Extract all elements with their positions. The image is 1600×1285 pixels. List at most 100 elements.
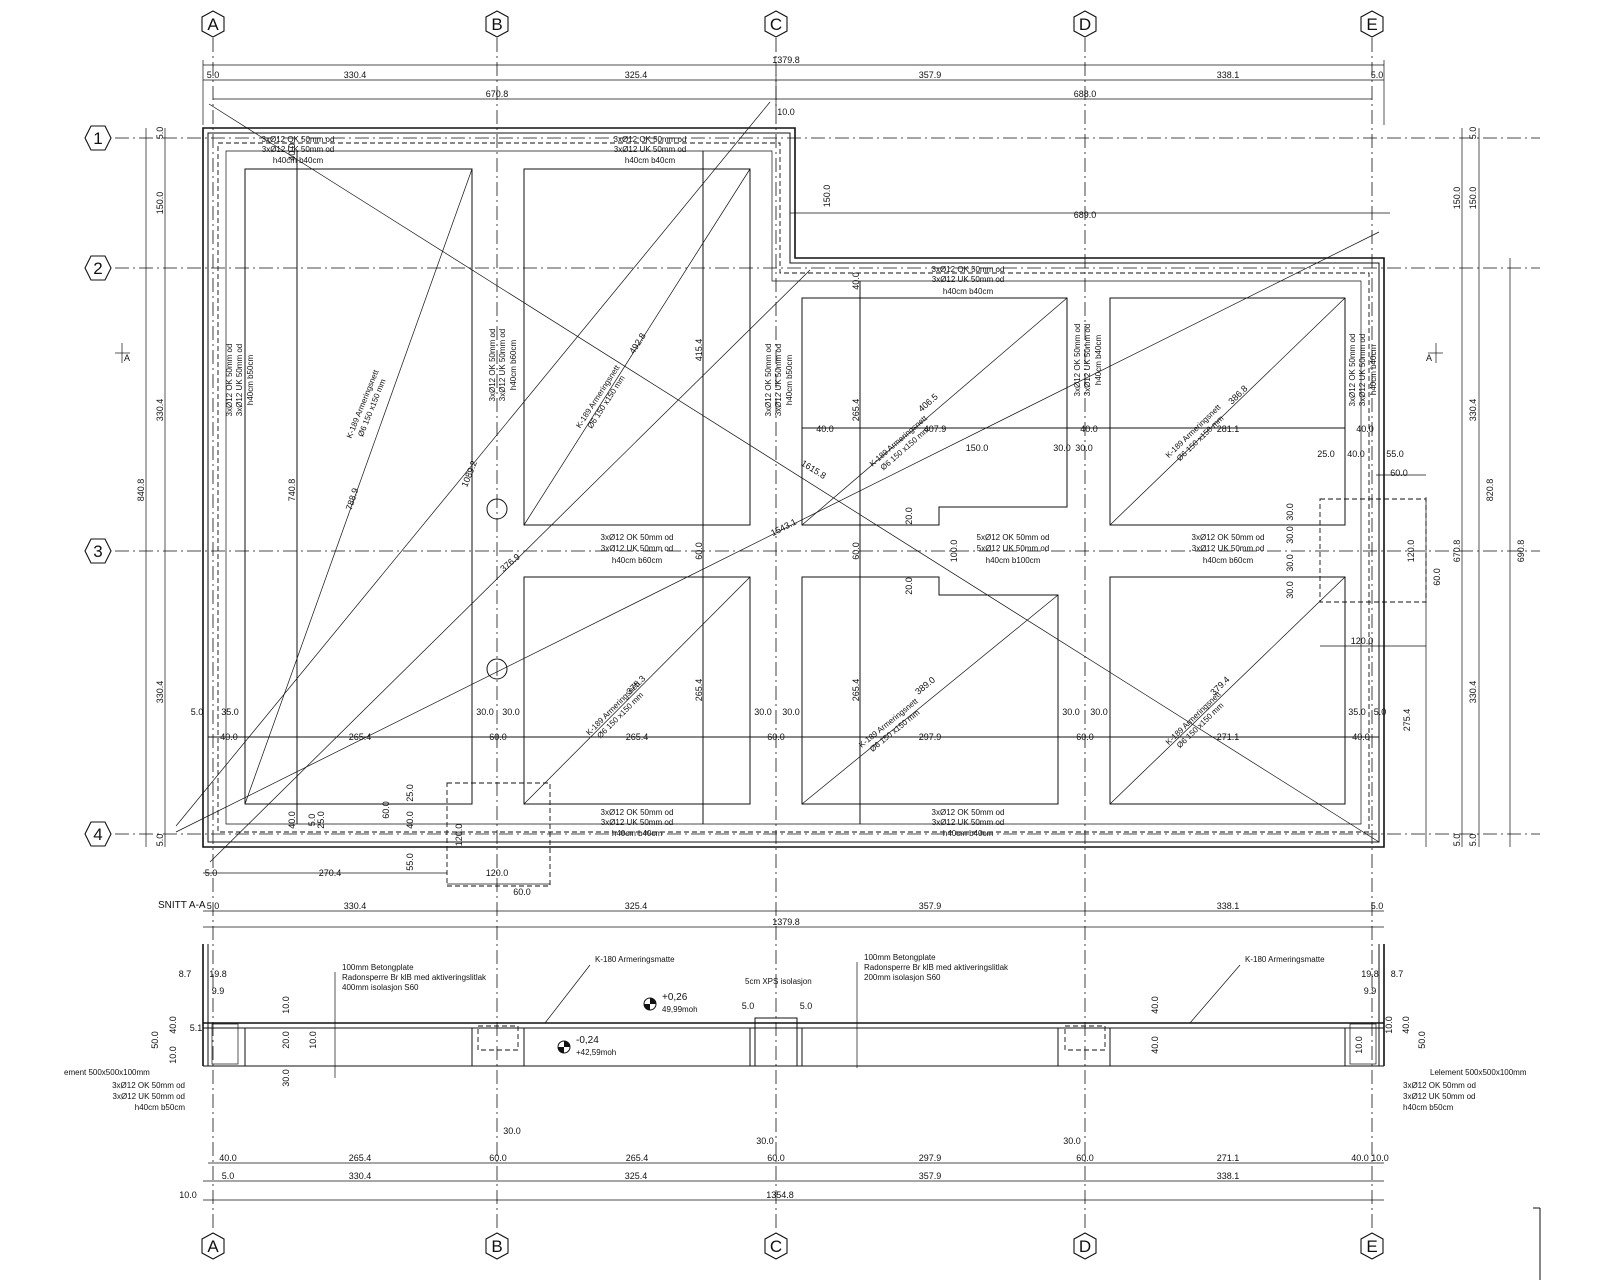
svg-text:5.0: 5.0: [222, 1171, 235, 1181]
dims-bay-row: 5.0 35.0 30.0 30.0 30.0 30.0 30.0 30.0 3…: [191, 707, 1387, 742]
svg-text:40.0: 40.0: [1150, 1036, 1160, 1054]
svg-text:50.0: 50.0: [1417, 1031, 1427, 1049]
beam-label-3: 3xØ12 OK 50mm od 3xØ12 UK 50mm od h40cm …: [932, 265, 1005, 296]
svg-text:40.0: 40.0: [1401, 1016, 1411, 1034]
svg-text:30.0: 30.0: [476, 707, 494, 717]
svg-text:357.9: 357.9: [919, 901, 942, 911]
svg-text:3xØ12 UK 50mm od: 3xØ12 UK 50mm od: [932, 275, 1004, 284]
svg-text:3xØ12 OK 50mm od: 3xØ12 OK 50mm od: [1403, 1081, 1476, 1090]
svg-text:5.0: 5.0: [155, 127, 165, 140]
grid-bubble-row-1: 1: [84, 125, 112, 151]
svg-text:325.4: 325.4: [625, 901, 648, 911]
slab-outline: [202, 127, 1385, 848]
svg-text:3xØ12 UK 50mm od: 3xØ12 UK 50mm od: [235, 344, 244, 416]
svg-text:C: C: [770, 15, 782, 34]
beam-label-1: 3xØ12 OK 50mm od 3xØ12 UK 50mm od h40cm …: [262, 135, 335, 165]
svg-text:E: E: [1366, 1237, 1377, 1256]
svg-text:150.0: 150.0: [966, 443, 989, 453]
section-marker-right: A: [1426, 343, 1443, 363]
svg-text:60.0: 60.0: [851, 542, 861, 560]
svg-text:60.0: 60.0: [513, 887, 531, 897]
svg-text:3xØ12 UK 50mm od: 3xØ12 UK 50mm od: [1192, 544, 1264, 553]
svg-text:3xØ12 UK 50mm od: 3xØ12 UK 50mm od: [498, 329, 507, 401]
svg-text:-0,24: -0,24: [576, 1035, 599, 1046]
svg-text:150.0: 150.0: [1452, 187, 1462, 210]
svg-text:357.9: 357.9: [919, 70, 942, 80]
svg-text:40.0: 40.0: [1356, 424, 1374, 434]
svg-text:A: A: [207, 15, 219, 34]
svg-text:3xØ12 UK 50mm od: 3xØ12 UK 50mm od: [601, 818, 673, 827]
svg-text:406.5: 406.5: [916, 392, 940, 414]
svg-text:60.0: 60.0: [767, 1153, 785, 1163]
svg-text:150.0: 150.0: [822, 185, 832, 208]
svg-text:270.4: 270.4: [319, 868, 342, 878]
svg-text:3xØ12 UK 50mm od: 3xØ12 UK 50mm od: [601, 544, 673, 553]
grid-bubble-top-C: C: [764, 10, 788, 38]
svg-text:840.8: 840.8: [136, 479, 146, 502]
svg-text:3: 3: [93, 542, 102, 561]
svg-text:338.1: 338.1: [1217, 901, 1240, 911]
svg-text:40.0: 40.0: [851, 272, 861, 290]
svg-text:Radonsperre Br klB med aktiver: Radonsperre Br klB med aktiveringslitlak: [864, 963, 1009, 972]
svg-text:h40cm b40cm: h40cm b40cm: [1094, 335, 1103, 386]
svg-text:30.0: 30.0: [1075, 443, 1093, 453]
svg-text:49,99moh: 49,99moh: [662, 1005, 698, 1014]
svg-text:5.0: 5.0: [1468, 834, 1478, 847]
svg-text:A: A: [207, 1237, 219, 1256]
svg-text:40.0: 40.0: [1351, 1153, 1369, 1163]
svg-text:D: D: [1079, 1237, 1091, 1256]
title-block-edge: [1533, 1207, 1541, 1280]
section-beam-left: 3xØ12 OK 50mm od 3xØ12 UK 50mm od h40cm …: [112, 1081, 185, 1112]
svg-text:120.0: 120.0: [1351, 636, 1374, 646]
svg-text:60.0: 60.0: [767, 732, 785, 742]
svg-text:3xØ12 UK 50mm od: 3xØ12 UK 50mm od: [262, 145, 334, 154]
grid-bubble-bottom-C: C: [764, 1232, 788, 1260]
mesh-label-3: K-189 Armeringsnett Ø6 150 x150 mm: [868, 413, 931, 472]
svg-text:+0,26: +0,26: [662, 992, 688, 1003]
svg-text:330.4: 330.4: [1468, 399, 1478, 422]
svg-text:330.4: 330.4: [349, 1171, 372, 1181]
svg-text:3xØ12 OK 50mm od: 3xØ12 OK 50mm od: [1348, 334, 1357, 407]
svg-text:3xØ12 OK 50mm od: 3xØ12 OK 50mm od: [932, 265, 1005, 274]
svg-text:3xØ12 OK 50mm od: 3xØ12 OK 50mm od: [1192, 533, 1265, 542]
svg-text:1543.1: 1543.1: [769, 517, 798, 538]
svg-text:1379.8: 1379.8: [772, 917, 800, 927]
svg-text:3xØ12 OK 50mm od: 3xØ12 OK 50mm od: [932, 808, 1005, 817]
dims-top: 1379.8 5.0 330.4 325.4 357.9 338.1 5.0 6…: [202, 55, 1390, 220]
long-diagonals: [175, 101, 1380, 863]
svg-text:5.0: 5.0: [742, 1001, 755, 1011]
svg-text:5xØ12 OK 50mm od: 5xØ12 OK 50mm od: [977, 533, 1050, 542]
svg-text:338.1: 338.1: [1217, 70, 1240, 80]
svg-text:h40cm b40cm: h40cm b40cm: [1369, 345, 1378, 396]
svg-text:5.0: 5.0: [191, 707, 204, 717]
svg-text:688.0: 688.0: [1074, 89, 1097, 99]
svg-text:10.0: 10.0: [777, 107, 795, 117]
svg-text:60.0: 60.0: [1390, 468, 1408, 478]
svg-text:200mm isolasjon S60: 200mm isolasjon S60: [864, 973, 941, 982]
section-beam-right: 3xØ12 OK 50mm od 3xØ12 UK 50mm od h40cm …: [1403, 1081, 1476, 1112]
svg-text:3xØ12 OK 50mm od: 3xØ12 OK 50mm od: [112, 1081, 185, 1090]
grid-bubble-top-D: D: [1073, 10, 1097, 38]
svg-text:386.8: 386.8: [1226, 383, 1249, 406]
beam-label-vertical-1: 3xØ12 OK 50mm od 3xØ12 UK 50mm od h40cm …: [225, 344, 255, 417]
svg-text:3xØ12 UK 50mm od: 3xØ12 UK 50mm od: [113, 1092, 185, 1101]
svg-text:265.4: 265.4: [349, 1153, 372, 1163]
svg-text:40.0: 40.0: [1347, 449, 1365, 459]
svg-text:40.0: 40.0: [1080, 424, 1098, 434]
dims-mid: 265.4 415.4 740.8 265.4 60.0 60.0 265.4 …: [287, 143, 1374, 701]
svg-text:40.0: 40.0: [168, 1016, 178, 1034]
svg-text:10.0: 10.0: [1384, 1016, 1394, 1034]
beam-label-2: 3xØ12 OK 50mm od 3xØ12 UK 50mm od h40cm …: [614, 135, 687, 165]
section-side-dims: 8.7 19.8 9.9 50.0 40.0 5.1 10.0 10.0 20.…: [150, 969, 1427, 1087]
svg-text:271.1: 271.1: [1217, 1153, 1240, 1163]
svg-text:60.0: 60.0: [489, 1153, 507, 1163]
svg-text:+42,59moh: +42,59moh: [576, 1048, 616, 1057]
svg-text:h40cm b40cm: h40cm b40cm: [273, 156, 324, 165]
svg-text:10.0: 10.0: [179, 1190, 197, 1200]
diagonal-lengths: 788.9 1089.2 492.8 406.5 386.8 376.9 375…: [344, 331, 1250, 697]
grid-bubble-bottom-A: A: [201, 1232, 225, 1260]
svg-text:h40cm b60cm: h40cm b60cm: [509, 340, 518, 391]
svg-text:60.0: 60.0: [1432, 568, 1442, 586]
svg-text:h40cm b40cm: h40cm b40cm: [612, 829, 663, 838]
